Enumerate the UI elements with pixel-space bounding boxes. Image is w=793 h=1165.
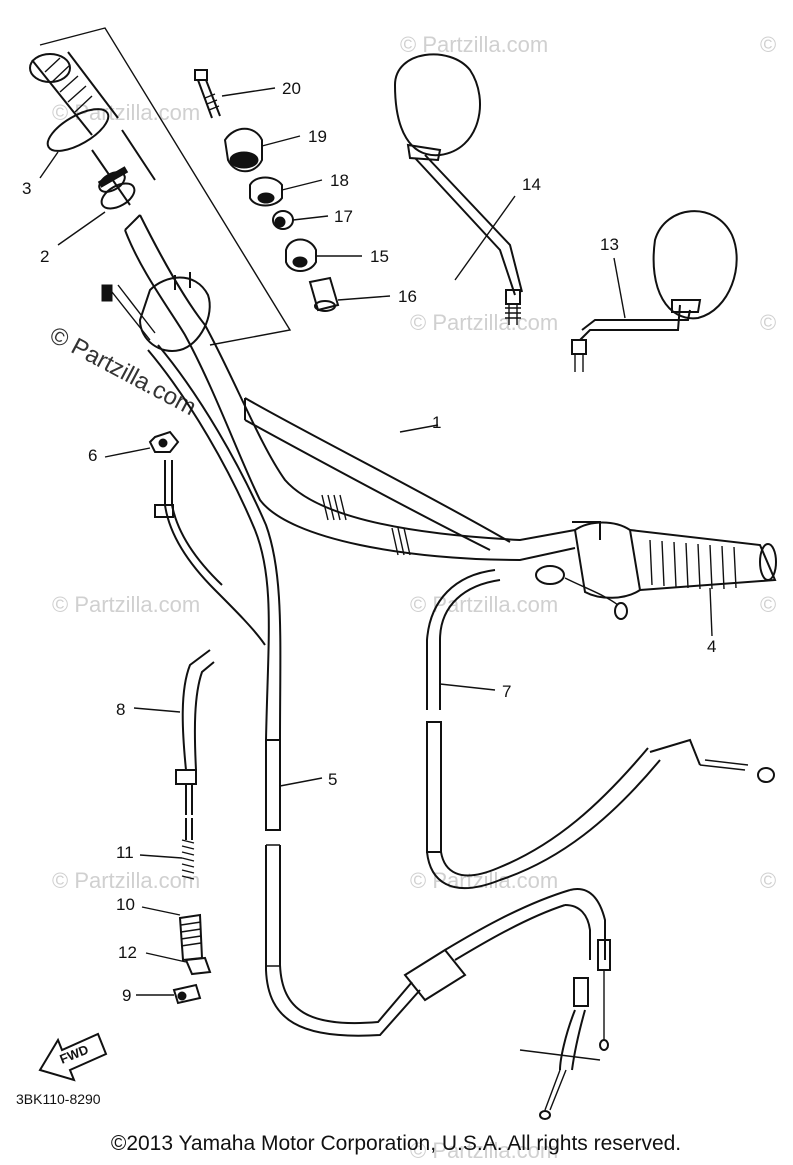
small-parts-15-20 bbox=[194, 69, 340, 312]
part-label: 12 bbox=[118, 943, 137, 962]
right-grip-assembly bbox=[535, 521, 777, 620]
part-label: 6 bbox=[88, 446, 97, 465]
part-label: 1 bbox=[432, 413, 441, 432]
choke-cable-8 bbox=[154, 460, 266, 815]
part-label: 11 bbox=[116, 843, 134, 862]
watermark-text: © Partzilla.com bbox=[52, 100, 200, 125]
mirror-left bbox=[393, 53, 523, 325]
left-grip-assembly bbox=[29, 51, 156, 210]
part-label: 14 bbox=[522, 175, 541, 194]
part-label: 17 bbox=[334, 207, 353, 226]
part-label: 7 bbox=[502, 682, 511, 701]
watermark-mark: © bbox=[760, 592, 776, 617]
part-label: 5 bbox=[328, 770, 337, 789]
part-labels: 20 19 18 17 15 16 3 2 1 4 6 7 8 5 11 10 … bbox=[22, 79, 716, 1005]
watermark-layer: © Partzilla.com © © Partzilla.com © Part… bbox=[45, 32, 776, 1163]
leader-lines bbox=[39, 87, 713, 996]
part-label: 19 bbox=[308, 127, 327, 146]
part-label: 8 bbox=[116, 700, 125, 719]
part-label: 10 bbox=[116, 895, 135, 914]
part-label: 4 bbox=[707, 637, 716, 656]
watermark-text: © Partzilla.com bbox=[410, 592, 558, 617]
nut-6 bbox=[148, 430, 180, 453]
diagram-code: 3BK110-8290 bbox=[16, 1091, 101, 1107]
mirror-right bbox=[571, 210, 738, 372]
part-label: 3 bbox=[22, 179, 31, 198]
watermark-mark: © bbox=[760, 310, 776, 335]
watermark-text: © Partzilla.com bbox=[52, 868, 200, 893]
watermark-text: © Partzilla.com bbox=[400, 32, 548, 57]
fwd-arrow-icon: FWD bbox=[38, 1032, 108, 1082]
watermark-text: © Partzilla.com bbox=[410, 310, 558, 335]
handlebar bbox=[124, 214, 576, 562]
part-label: 18 bbox=[330, 171, 349, 190]
cable-junction bbox=[403, 888, 611, 1120]
watermark-brand: © Partzilla.com bbox=[45, 321, 200, 421]
watermark-mark: © bbox=[760, 868, 776, 893]
group-outline bbox=[39, 27, 292, 346]
left-lever-holder bbox=[101, 272, 211, 352]
part-label: 13 bbox=[600, 235, 619, 254]
part-label: 9 bbox=[122, 986, 131, 1005]
clutch-cable-5 bbox=[147, 344, 421, 1037]
watermark-mark: © bbox=[760, 32, 776, 57]
part-label: 2 bbox=[40, 247, 49, 266]
part-label: 20 bbox=[282, 79, 301, 98]
watermark-text: © Partzilla.com bbox=[410, 1138, 558, 1163]
part-label: 16 bbox=[398, 287, 417, 306]
watermark-text: © Partzilla.com bbox=[52, 592, 200, 617]
adjuster-parts bbox=[172, 818, 212, 1005]
copyright-notice: ©2013 Yamaha Motor Corporation, U.S.A. A… bbox=[111, 1132, 681, 1155]
throttle-cable-7 bbox=[426, 569, 775, 890]
part-label: 15 bbox=[370, 247, 389, 266]
